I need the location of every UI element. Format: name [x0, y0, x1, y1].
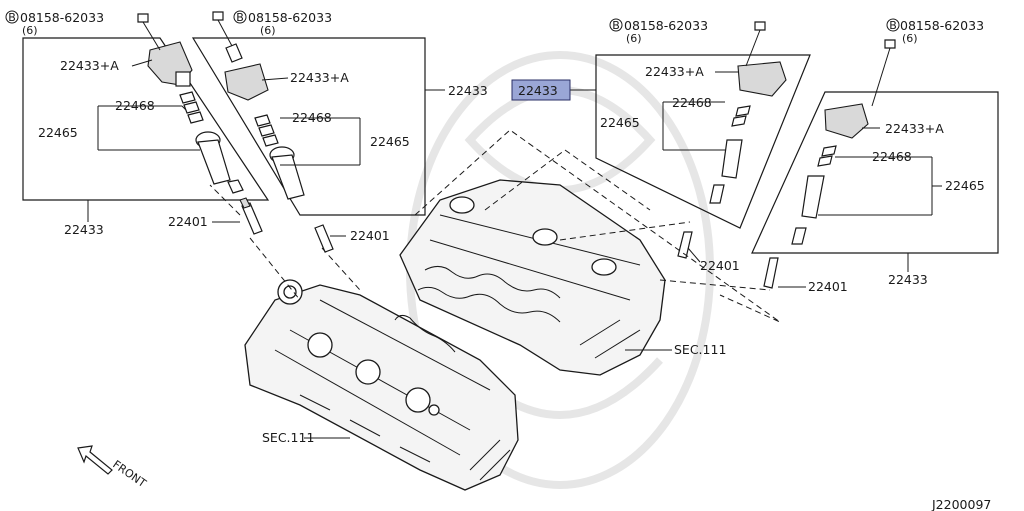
- label-coil-part-3: 22433+A: [645, 64, 704, 79]
- highlighted-part-22433: 22433: [511, 79, 571, 101]
- right-cylinder-head: [399, 179, 666, 376]
- bolt-part-number-4: 08158-62033: [900, 18, 984, 33]
- label-section-left: SEC.111: [262, 430, 314, 445]
- bolt-marker-2: B: [236, 11, 244, 24]
- label-spark-plug-2: 22401: [350, 228, 390, 243]
- bolt-label-4: B 08158-62033 (6): [886, 18, 984, 45]
- coil-assembly-3: [709, 61, 787, 204]
- label-spring-3: 22468: [672, 95, 712, 110]
- bolt-1: [137, 13, 161, 51]
- coil-assembly-2: [224, 43, 305, 200]
- coil-group-box-1: [22, 37, 270, 201]
- coil-group-box-2: [191, 37, 426, 216]
- spark-plug-3: [677, 231, 693, 259]
- spark-plug-4: [763, 257, 779, 289]
- spark-plug-1: [239, 197, 263, 235]
- label-spring-1: 22468: [115, 98, 155, 113]
- label-spring-4: 22468: [872, 149, 912, 164]
- label-boot-1: 22465: [38, 125, 78, 140]
- label-spark-plug-3: 22401: [700, 258, 740, 273]
- label-coil-part-4: 22433+A: [885, 121, 944, 136]
- label-spark-plug-1: 22401: [168, 214, 208, 229]
- left-cylinder-head: [244, 279, 519, 491]
- label-boot-4: 22465: [945, 178, 985, 193]
- installation-lines: [209, 129, 781, 323]
- bolt-qty-2: (6): [260, 24, 276, 37]
- label-boot-2: 22465: [370, 134, 410, 149]
- bolt-qty-1: (6): [22, 24, 38, 37]
- bolt-qty-3: (6): [626, 32, 642, 45]
- bolt-qty-4: (6): [902, 32, 918, 45]
- label-spring-2: 22468: [292, 110, 332, 125]
- bolt-marker-1: B: [8, 11, 16, 24]
- label-coil-assy-highlighted: 22433: [518, 83, 558, 98]
- bolt-part-number-2: 08158-62033: [248, 10, 332, 25]
- label-section-right: SEC.111: [674, 342, 726, 357]
- highlight-box: [511, 79, 571, 101]
- leader-lines: [87, 59, 942, 439]
- bolt-label-2: B 08158-62033 (6): [233, 10, 332, 37]
- label-coil-assy-1: 22433: [64, 222, 104, 237]
- bolt-part-number-1: 08158-62033: [20, 10, 104, 25]
- label-coil-assy-2: 22433: [448, 83, 488, 98]
- front-arrow: FRONT: [77, 445, 149, 490]
- bolt-4: [871, 39, 896, 107]
- label-boot-3: 22465: [600, 115, 640, 130]
- bolt-label-3: B 08158-62033 (6): [609, 18, 708, 45]
- label-spark-plug-4: 22401: [808, 279, 848, 294]
- bolt-marker-3: B: [612, 19, 620, 32]
- spark-plug-2: [314, 224, 334, 253]
- front-label: FRONT: [110, 458, 148, 490]
- coil-group-box-4: [751, 91, 999, 254]
- label-coil-assy-4: 22433: [888, 272, 928, 287]
- coil-group-box-3: [595, 54, 811, 229]
- label-coil-part-1: 22433+A: [60, 58, 119, 73]
- bolt-label-1: B 08158-62033 (6): [5, 10, 104, 37]
- bolt-marker-4: B: [889, 19, 897, 32]
- coil-assembly-4: [791, 103, 869, 245]
- coil-assembly-1: [147, 41, 244, 194]
- bolt-3: [745, 21, 766, 67]
- bolt-part-number-3: 08158-62033: [624, 18, 708, 33]
- bolt-2: [212, 11, 233, 47]
- diagram-id: J2200097: [931, 497, 991, 511]
- label-coil-part-2: 22433+A: [290, 70, 349, 85]
